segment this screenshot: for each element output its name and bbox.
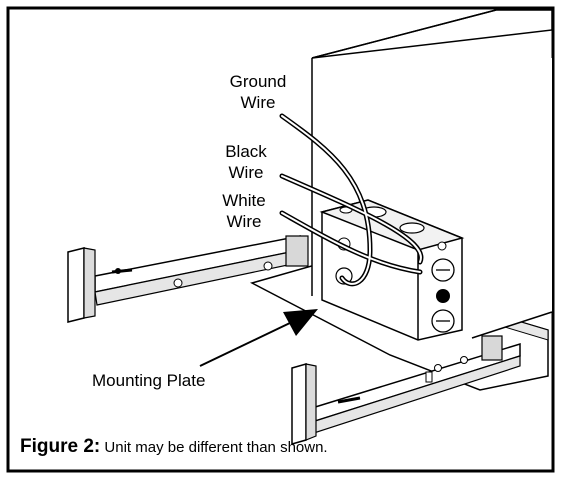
- figure-number: Figure 2:: [20, 436, 101, 457]
- unit-bottom-edge: [471, 311, 553, 339]
- ground-wire-label: Ground Wire: [218, 71, 298, 113]
- black-wire-label: Black Wire: [216, 141, 276, 183]
- white-wire-label-line1: White: [222, 191, 266, 210]
- white-wire-label-line2: Wire: [226, 212, 262, 231]
- mounting-plate-label: Mounting Plate: [92, 371, 206, 390]
- figure-caption: Figure 2: Unit may be different than sho…: [20, 436, 328, 458]
- black-wire-label-line2: Wire: [228, 163, 264, 182]
- ground-wire-label-line2: Wire: [240, 93, 276, 112]
- pointer-arrow: [199, 309, 318, 367]
- white-wire-label: White Wire: [214, 190, 274, 232]
- ground-wire-label-line1: Ground: [229, 72, 287, 91]
- unit-top-edge: [311, 9, 497, 59]
- left-bracket: [67, 235, 309, 323]
- right-bracket: [291, 335, 521, 445]
- figure-caption-text: Unit may be different than shown.: [104, 439, 328, 456]
- black-wire-label-line1: Black: [225, 142, 267, 161]
- wires-inner: [281, 115, 422, 285]
- unit-top-face: [311, 9, 553, 59]
